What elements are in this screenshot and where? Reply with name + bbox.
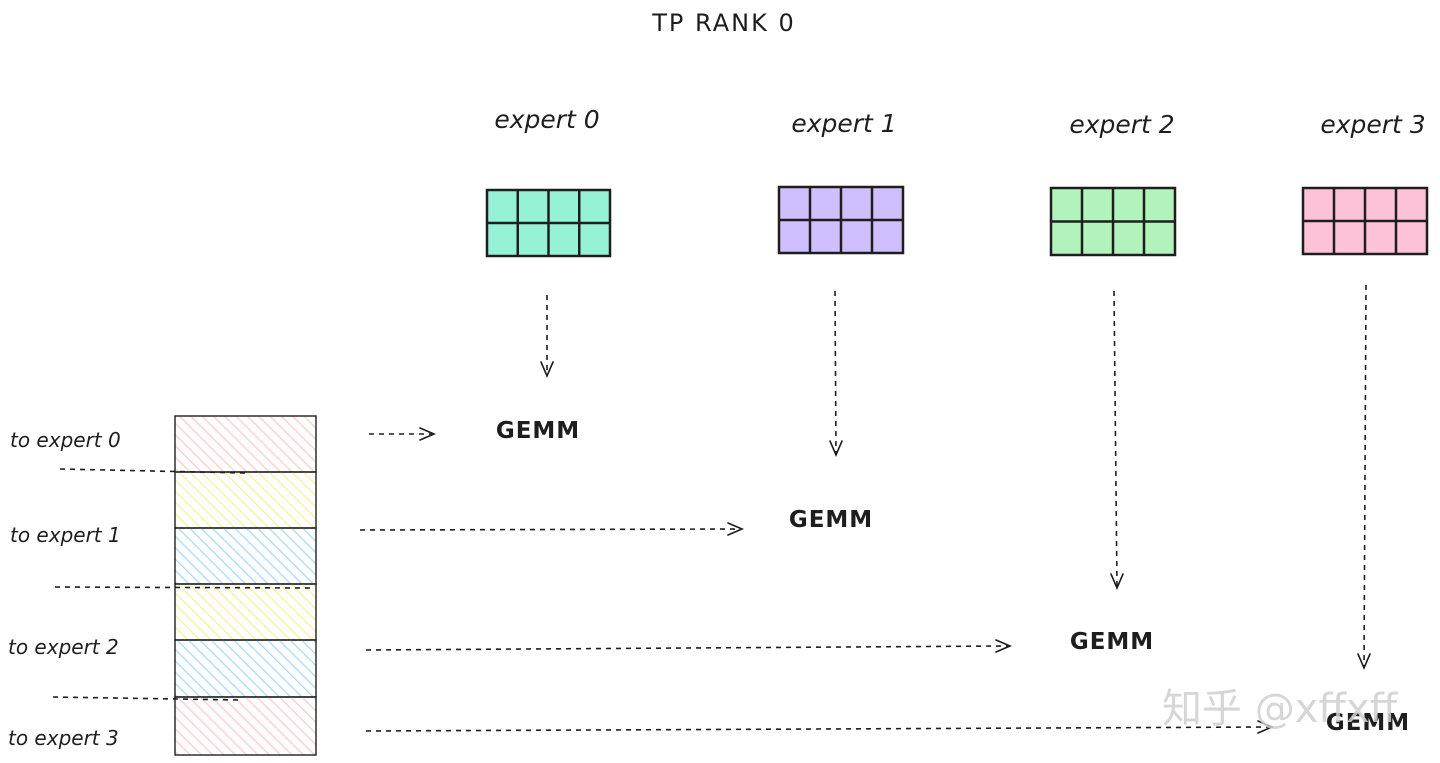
expert-2-arrowhead bbox=[1110, 573, 1124, 591]
expert-1-down-arrow bbox=[834, 290, 837, 454]
route-arrowhead-2 bbox=[995, 639, 1013, 653]
expert-0-arrowhead bbox=[540, 361, 554, 379]
expert-label-3: expert 3 bbox=[1320, 110, 1425, 139]
route-arrow-2 bbox=[365, 645, 1009, 651]
diagram-title: TP RANK 0 bbox=[651, 9, 795, 37]
watermark: 知乎 @xffxff bbox=[1162, 686, 1399, 732]
expert-label-1: expert 1 bbox=[791, 109, 896, 138]
token-block-4 bbox=[174, 639, 317, 698]
route-arrowhead-3 bbox=[1257, 720, 1275, 734]
expert-3-arrowhead bbox=[1357, 653, 1371, 671]
row-label-expert-0: to expert 0 bbox=[10, 428, 121, 452]
token-block-0 bbox=[174, 415, 317, 473]
token-column bbox=[174, 415, 317, 756]
route-arrow-1 bbox=[359, 528, 741, 531]
token-to-gemm-arrows bbox=[359, 427, 1275, 734]
expert-grid-1 bbox=[777, 185, 905, 255]
gemm-label-3: GEMM bbox=[1326, 710, 1410, 736]
expert-label-0: expert 0 bbox=[494, 105, 599, 134]
route-arrowhead-1 bbox=[727, 522, 745, 536]
row-label-expert-1: to expert 1 bbox=[10, 523, 121, 547]
expert-2-down-arrow bbox=[1113, 290, 1118, 587]
expert-label-2: expert 2 bbox=[1069, 110, 1174, 139]
expert-1-arrowhead bbox=[829, 440, 843, 458]
expert-grid-3 bbox=[1301, 186, 1429, 256]
token-block-1 bbox=[174, 471, 317, 529]
group-separator-1 bbox=[54, 586, 311, 589]
expert-grid-2 bbox=[1049, 186, 1177, 257]
token-block-2 bbox=[174, 527, 317, 585]
group-separator-2 bbox=[52, 696, 241, 701]
gemm-label-1: GEMM bbox=[789, 507, 873, 533]
route-arrow-3 bbox=[365, 726, 1271, 732]
token-block-3 bbox=[174, 583, 317, 641]
gemm-label-2: GEMM bbox=[1070, 629, 1154, 655]
group-separator-0 bbox=[59, 468, 246, 474]
token-block-5 bbox=[174, 696, 317, 756]
row-label-expert-2: to expert 2 bbox=[8, 635, 119, 659]
expert-weight-grids bbox=[485, 185, 1429, 258]
route-arrowhead-0 bbox=[419, 427, 437, 441]
expert-3-down-arrow bbox=[1363, 284, 1367, 667]
expert-to-gemm-arrows bbox=[540, 284, 1371, 671]
expert-grid-0 bbox=[485, 188, 612, 258]
gemm-label-0: GEMM bbox=[496, 418, 580, 444]
row-label-expert-3: to expert 3 bbox=[8, 726, 119, 750]
